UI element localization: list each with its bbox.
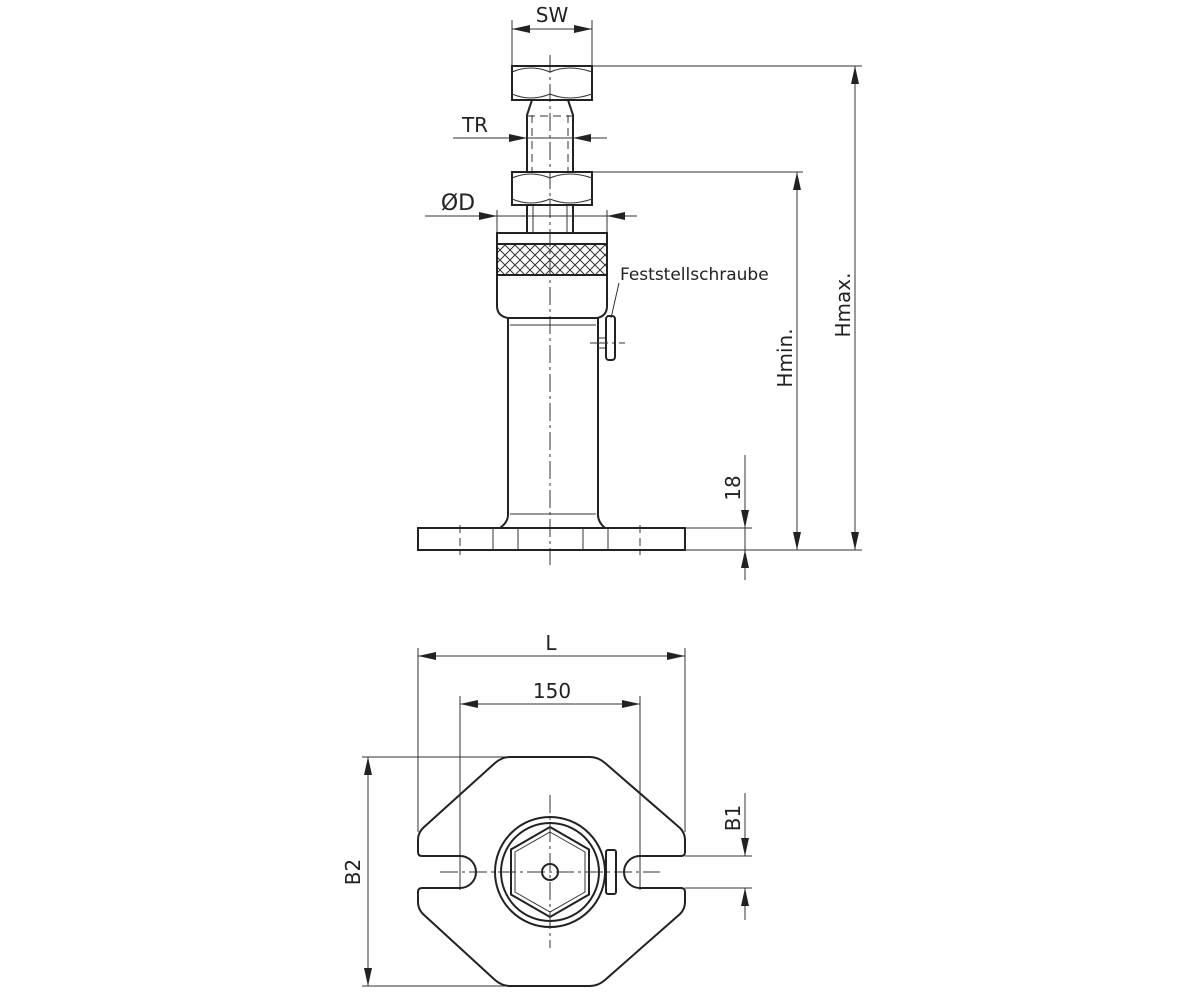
h18-label: 18 xyxy=(721,475,745,500)
hmax-dimension: Hmax. xyxy=(592,65,862,551)
hole-spacing-label: 150 xyxy=(533,679,571,703)
sw-dimension: SW xyxy=(511,3,593,66)
l-dimension: L xyxy=(417,631,686,832)
screw-callout: Feststellschraube xyxy=(610,265,769,319)
base-plate xyxy=(417,525,686,555)
hmax-label: Hmax. xyxy=(831,273,855,338)
clamping-screw xyxy=(590,315,625,361)
d-label: ØD xyxy=(441,191,475,216)
tube xyxy=(499,318,606,529)
base-plate-outline xyxy=(417,756,686,987)
b1-dimension: B1 xyxy=(685,793,752,920)
base-thickness-dimension: 18 xyxy=(685,455,752,580)
knurled-sleeve xyxy=(496,232,608,319)
b1-label: B1 xyxy=(721,805,745,831)
threaded-rod xyxy=(526,99,574,233)
hmin-dimension: Hmin. xyxy=(592,171,803,550)
lock-nut xyxy=(511,171,593,206)
top-nut xyxy=(511,65,593,101)
tr-dimension: TR xyxy=(453,113,607,142)
top-view: L 150 B2 B1 xyxy=(341,631,752,987)
d-dimension: ØD xyxy=(425,191,637,233)
tr-label: TR xyxy=(461,113,488,137)
hmin-label: Hmin. xyxy=(773,328,797,387)
sw-label: SW xyxy=(536,3,569,27)
l-label: L xyxy=(545,631,557,655)
side-view: SW TR ØD Feststellschraube Hmax. Hmin. 1… xyxy=(417,3,862,580)
b2-dimension: B2 xyxy=(341,756,515,987)
screw-label: Feststellschraube xyxy=(620,265,769,285)
b2-label: B2 xyxy=(341,859,365,885)
